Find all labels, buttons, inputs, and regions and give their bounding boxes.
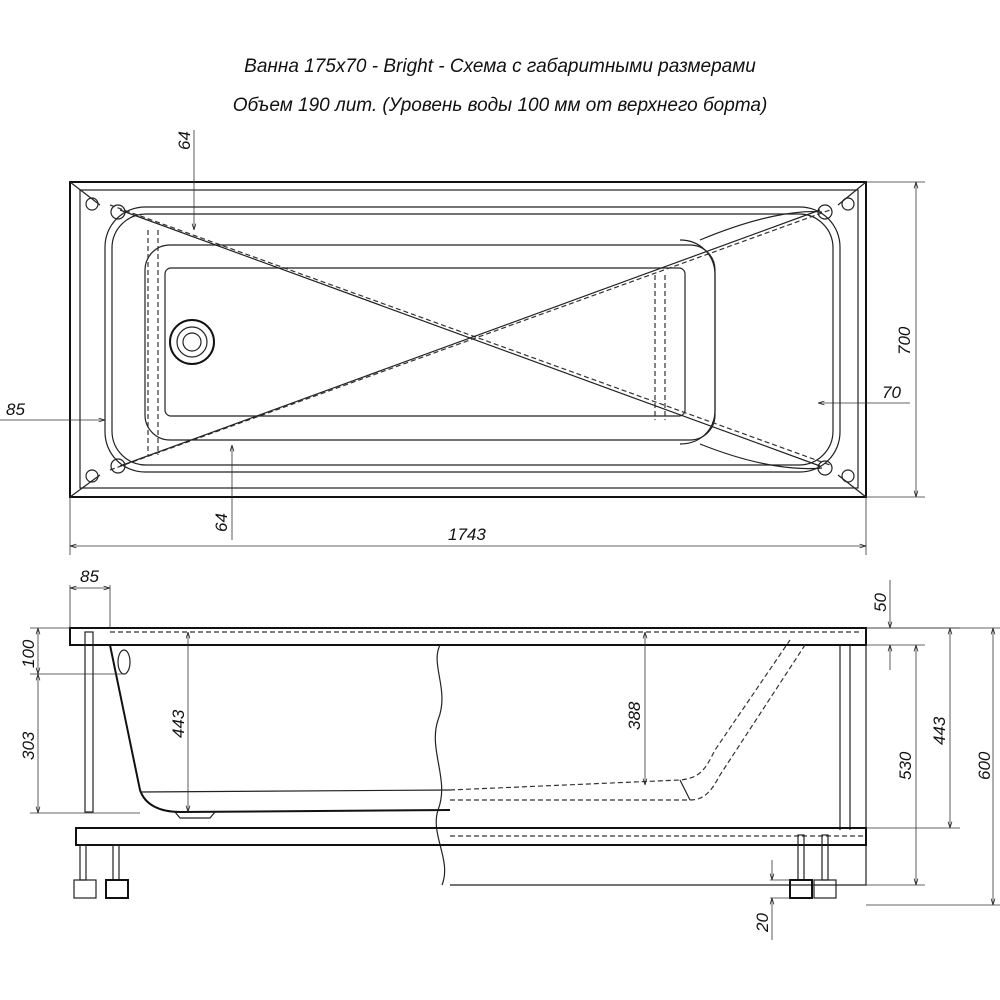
drain-icon [169, 319, 215, 365]
dim-width: 700 [895, 326, 914, 355]
drawing-title: Ванна 175x70 - Bright - Схема с габаритн… [244, 56, 756, 77]
dim-rim-top: 64 [175, 131, 194, 150]
base-frame [75, 827, 867, 846]
break-line [434, 644, 446, 886]
dim-depth-388: 388 [625, 701, 644, 730]
legs [73, 631, 837, 899]
dim-leg-20: 20 [753, 913, 772, 933]
dim-depth-left: 443 [169, 709, 188, 738]
basin-outline [104, 206, 841, 473]
rim-side [69, 627, 867, 646]
dim-total-height: 600 [975, 751, 994, 780]
drawing-subtitle: Объем 190 лит. (Уровень воды 100 мм от в… [232, 95, 768, 116]
dim-length: 1743 [448, 525, 486, 544]
side-view: 85 100 303 443 388 50 530 443 600 20 [19, 567, 1000, 940]
dim-rim-right: 70 [882, 383, 901, 402]
dim-side-rim-left: 85 [80, 567, 99, 586]
dim-rim-left: 85 [6, 400, 25, 419]
top-view: 64 64 85 70 700 1743 [0, 130, 925, 555]
tub-outline-top [69, 181, 867, 498]
dim-depth-303: 303 [19, 731, 38, 760]
dim-height-530: 530 [896, 751, 915, 780]
basin-floor [144, 244, 716, 441]
dim-water-level: 100 [19, 639, 38, 668]
dim-height-443: 443 [930, 716, 949, 745]
leg-bolts [85, 197, 855, 483]
dim-rim-bottom: 64 [212, 513, 231, 532]
dim-rim-thickness: 50 [871, 593, 890, 612]
drain-side [174, 811, 216, 819]
